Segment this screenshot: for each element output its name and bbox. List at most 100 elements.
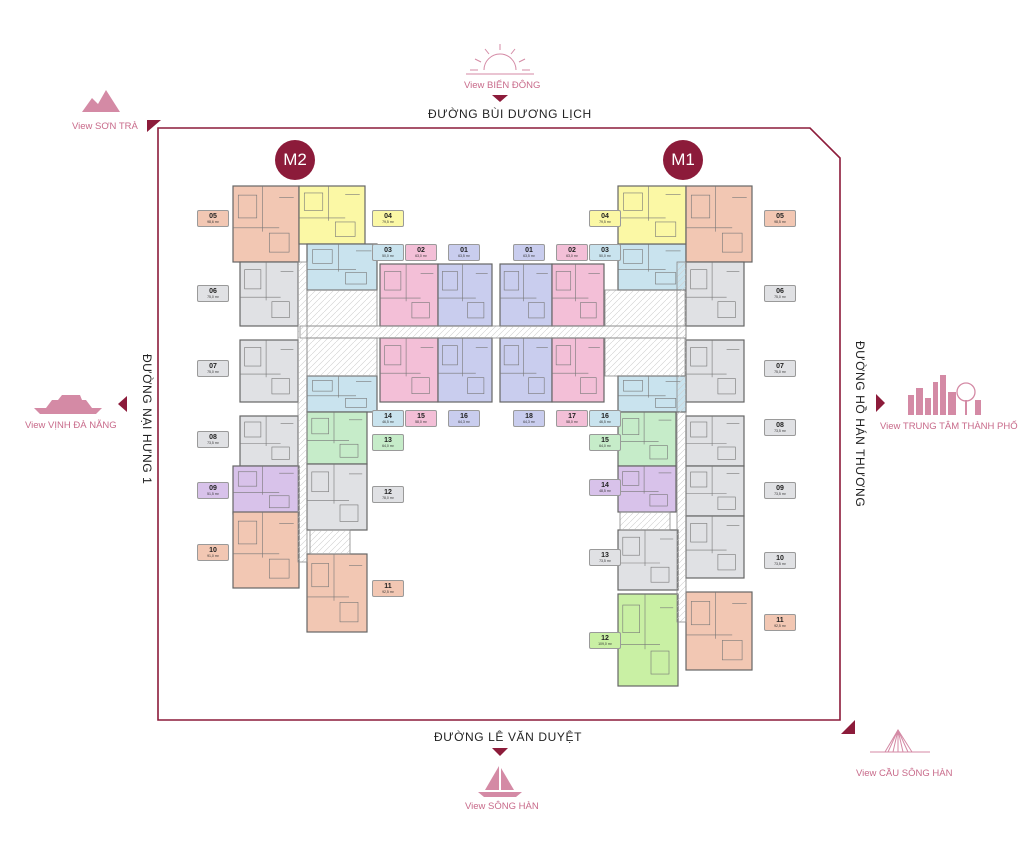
unit-number: 01 <box>460 246 468 254</box>
corridor-north <box>299 325 687 339</box>
core-m1-north <box>604 289 686 327</box>
unit-area: 63,0 m² <box>566 253 578 258</box>
view-song-han-label: View SÔNG HÀN <box>465 801 539 812</box>
unit-number: 07 <box>209 362 217 370</box>
unit-area: 63,5 m² <box>523 253 535 258</box>
unit-area: 64,0 m² <box>382 443 394 448</box>
unit-number: 03 <box>384 246 392 254</box>
unit-m1-16 <box>617 375 687 413</box>
unit-m2-13 <box>306 411 368 465</box>
unit-area: 64,0 m² <box>599 443 611 448</box>
unit-m1-14 <box>617 465 677 513</box>
unit-number: 08 <box>776 421 784 429</box>
unit-number: 01 <box>525 246 533 254</box>
unit-area: 58,0 m² <box>415 419 427 424</box>
unit-area: 98,5 m² <box>774 219 786 224</box>
unit-number: 02 <box>568 246 576 254</box>
unit-m1-18 <box>499 337 553 403</box>
arrow-south-icon <box>492 748 508 756</box>
unit-m1-12 <box>617 593 679 687</box>
unit-number: 05 <box>776 212 784 220</box>
unit-number: 08 <box>209 433 217 441</box>
sailboat-icon <box>478 766 522 797</box>
unit-number: 14 <box>601 481 609 489</box>
unit-area: 73,5 m² <box>207 440 219 445</box>
unit-m1-03 <box>617 243 687 291</box>
unit-area: 73,5 m² <box>599 558 611 563</box>
unit-m2-14 <box>306 375 378 413</box>
unit-m1-05 <box>685 185 753 263</box>
unit-area: 92,5 m² <box>382 589 394 594</box>
core-m1-south <box>604 337 686 377</box>
unit-area: 50,0 m² <box>599 253 611 258</box>
view-son-tra-label: View SƠN TRÀ <box>72 121 138 132</box>
unit-m2-07 <box>239 339 299 403</box>
arrow-north-icon <box>492 95 508 102</box>
unit-number: 04 <box>601 212 609 220</box>
unit-number: 09 <box>776 484 784 492</box>
unit-number: 12 <box>601 634 609 642</box>
unit-area: 75,0 m² <box>774 369 786 374</box>
street-north-label: ĐƯỜNG BÙI DƯƠNG LỊCH <box>428 107 592 121</box>
unit-area: 79,5 m² <box>382 219 394 224</box>
unit-m1-15 <box>617 411 677 467</box>
unit-area: 64,3 m² <box>523 419 535 424</box>
unit-m1-01 <box>499 263 553 327</box>
unit-m2-16 <box>437 337 493 403</box>
unit-area: 78,0 m² <box>382 495 394 500</box>
unit-area: 63,5 m² <box>458 253 470 258</box>
unit-number: 15 <box>417 412 425 420</box>
unit-number: 10 <box>209 546 217 554</box>
unit-area: 98,6 m² <box>207 219 219 224</box>
unit-number: 07 <box>776 362 784 370</box>
unit-number: 12 <box>384 488 392 496</box>
unit-m1-06 <box>685 261 745 327</box>
unit-number: 17 <box>568 412 576 420</box>
unit-number: 02 <box>417 246 425 254</box>
apartment-units <box>232 185 753 687</box>
unit-area: 109,0 m² <box>598 641 612 646</box>
unit-number: 11 <box>776 616 784 624</box>
unit-number: 03 <box>601 246 609 254</box>
unit-m2-09 <box>232 465 300 515</box>
unit-m2-06 <box>239 261 299 327</box>
arrow-northwest-icon <box>147 120 161 132</box>
unit-m2-10 <box>232 511 300 589</box>
unit-area: 50,0 m² <box>382 253 394 258</box>
unit-number: 09 <box>209 484 217 492</box>
unit-m1-02 <box>551 263 605 327</box>
stair-m2-south <box>309 529 351 555</box>
unit-area: 92,5 m² <box>774 623 786 628</box>
unit-number: 14 <box>384 412 392 420</box>
unit-m1-08 <box>685 415 745 467</box>
corridor-m2-vertical <box>297 261 308 563</box>
corridor-m1-vertical <box>676 261 687 623</box>
unit-m2-05 <box>232 185 300 263</box>
unit-number: 10 <box>776 554 784 562</box>
street-south-label: ĐƯỜNG LÊ VĂN DUYỆT <box>434 730 583 744</box>
unit-number: 13 <box>384 436 392 444</box>
unit-m1-07 <box>685 339 745 403</box>
unit-area: 79,5 m² <box>599 219 611 224</box>
